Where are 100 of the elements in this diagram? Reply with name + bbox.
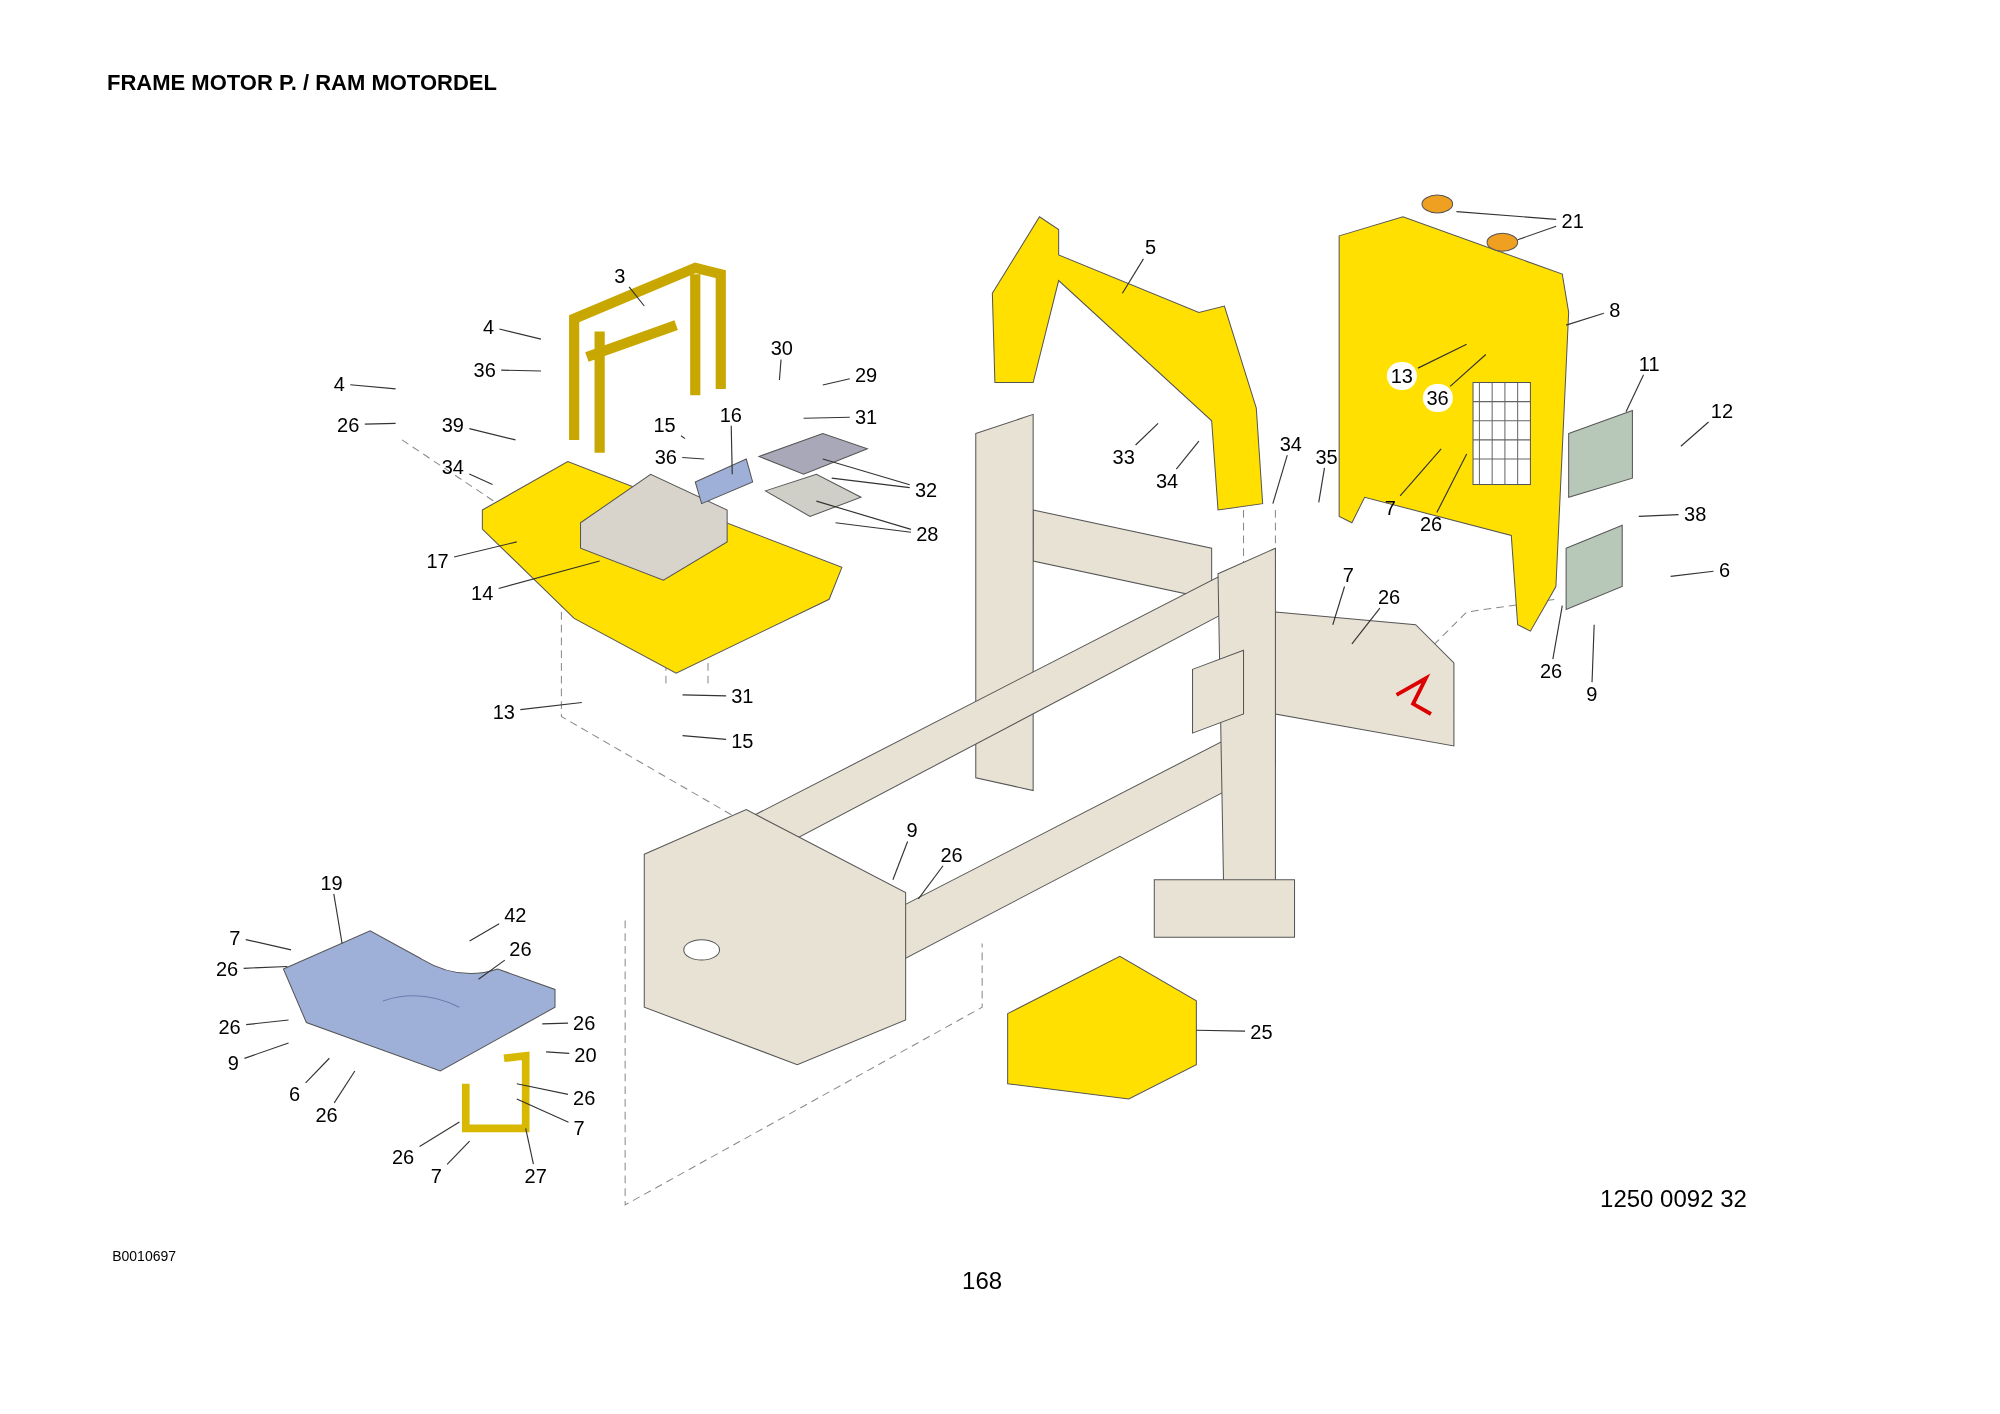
callout-number: 6 [1718, 560, 1731, 581]
callout-number: 4 [333, 373, 345, 394]
callout-number: 31 [731, 686, 754, 707]
callout-number: 17 [426, 551, 449, 572]
leader-line [305, 1057, 330, 1084]
callout-number: 7 [229, 927, 241, 948]
leader-line [1552, 605, 1563, 660]
callout-number: 31 [854, 407, 878, 428]
callout-number: 38 [1684, 504, 1707, 524]
leader-line [419, 1121, 460, 1147]
leader-line [1272, 454, 1288, 505]
leader-line [333, 893, 343, 945]
leader-line [917, 865, 944, 900]
callout-number: 26 [315, 1104, 338, 1125]
leader-line [1565, 312, 1605, 326]
leader-line [1318, 467, 1326, 503]
callout-number: 12 [1710, 400, 1734, 421]
leader-line [681, 694, 727, 697]
callout-number: 26 [573, 1012, 596, 1033]
leader-line [468, 473, 494, 486]
leader-line [516, 1098, 570, 1123]
leader-line [245, 939, 292, 951]
leader-line [469, 923, 500, 942]
callout-number: 9 [906, 820, 918, 841]
callout-number: 7 [430, 1166, 442, 1186]
callout-number: 42 [504, 904, 527, 925]
leader-line [1449, 353, 1487, 387]
leader-line [498, 560, 601, 590]
callout-number: 4 [482, 316, 495, 337]
leader-line [815, 500, 912, 530]
callout-number: 34 [1279, 433, 1302, 454]
leader-line [364, 422, 397, 425]
leader-line [822, 458, 911, 486]
callout-number: 33 [1112, 446, 1135, 467]
leader-line [525, 1127, 534, 1165]
callout-number: 26 [1420, 514, 1443, 535]
callout-number: 13 [492, 701, 515, 722]
leader-line [681, 456, 705, 460]
callout-number: 21 [1561, 210, 1584, 231]
leader-line [1517, 225, 1557, 241]
leader-line [453, 541, 518, 558]
leader-line [1436, 453, 1468, 514]
callout-number: 29 [854, 365, 878, 385]
leader-line [1455, 211, 1557, 220]
leader-line [831, 477, 911, 489]
callout-number: 25 [1250, 1021, 1273, 1042]
leader-line [1175, 440, 1200, 470]
leader-line [243, 1042, 290, 1059]
leader-line [516, 1083, 569, 1095]
callout-number: 15 [653, 414, 676, 435]
callout-number: 8 [1609, 299, 1621, 320]
callout-number: 5 [1144, 237, 1157, 258]
leader-line [803, 416, 851, 419]
leader-line [519, 701, 583, 711]
callout-number: 27 [524, 1166, 547, 1186]
leader-line [1195, 1029, 1246, 1032]
leader-line [1351, 607, 1381, 645]
leader-line [446, 1140, 471, 1166]
leader-line [1399, 448, 1442, 497]
leader-line [500, 369, 542, 372]
callout-number: 34 [441, 456, 464, 477]
callout-number: 34 [1155, 470, 1179, 491]
leader-line [1638, 514, 1680, 517]
callout-number: 39 [441, 414, 464, 435]
leader-line [1625, 374, 1645, 413]
leader-line [468, 428, 517, 441]
callout-number: 26 [215, 959, 239, 980]
callout-number: 9 [227, 1052, 239, 1073]
callout-number: 6 [289, 1084, 301, 1105]
page-number: 168 [962, 1268, 1003, 1293]
callout-number: 20 [574, 1044, 597, 1065]
callout-number: 7 [1342, 565, 1354, 586]
callout-number: 26 [940, 844, 963, 865]
callout-number: 3 [614, 265, 626, 286]
leader-line [1135, 422, 1159, 446]
callout-number: 14 [471, 583, 494, 604]
leader-line [1332, 585, 1346, 626]
leader-line [1591, 624, 1595, 683]
part-number: 1250 0092 32 [1600, 1186, 1747, 1211]
callout-number: 7 [573, 1117, 585, 1138]
callout-number: 26 [218, 1016, 241, 1037]
callout-number: 28 [916, 524, 939, 545]
callout-number: 26 [1539, 660, 1563, 681]
leader-line [628, 286, 645, 307]
leader-line [778, 359, 782, 381]
leader-line [834, 522, 912, 533]
callout-number: 15 [731, 731, 754, 752]
callout-number: 35 [1315, 446, 1338, 467]
leader-line [541, 1022, 569, 1025]
leader-line [1417, 343, 1468, 369]
leader-line [1680, 421, 1710, 447]
callout-number: 26 [1377, 586, 1401, 607]
leader-line [822, 378, 851, 386]
leader-line [681, 735, 727, 740]
callout-number: 16 [719, 404, 742, 425]
leader-line [1121, 258, 1144, 294]
drawing-number: B0010697 [112, 1249, 177, 1264]
callout-number: 9 [1586, 683, 1598, 704]
leader-line [892, 840, 909, 881]
callout-number: 26 [391, 1146, 415, 1167]
